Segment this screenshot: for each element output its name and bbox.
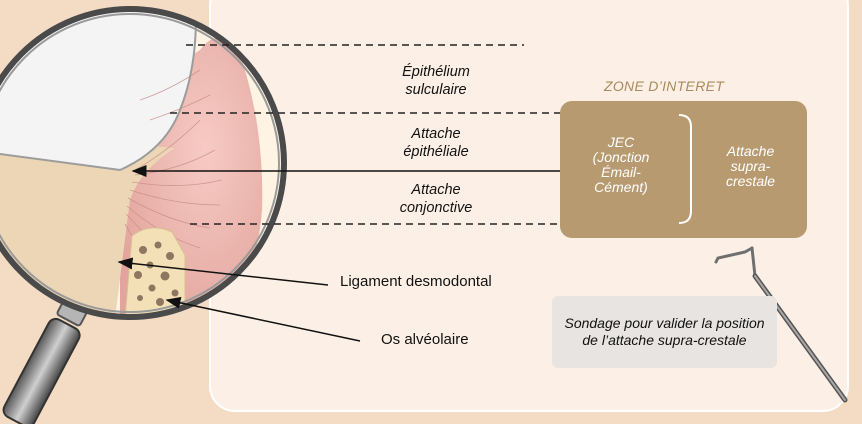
zone-line: crestale: [703, 174, 798, 189]
zone-line: Attache: [703, 144, 798, 159]
zone-line: (Jonction: [566, 150, 676, 165]
probe-note-text: Sondage pour valider la position de l’at…: [558, 315, 771, 349]
label-line: sulculaire: [366, 81, 506, 99]
zone-line: Émail-: [566, 165, 676, 180]
label-line: Attache: [366, 181, 506, 199]
zone-line: JEC: [566, 135, 676, 150]
label-line: épithéliale: [366, 143, 506, 161]
zone-title: ZONE D’INTERET: [604, 78, 724, 94]
zone-jec-label: JEC (Jonction Émail- Cément): [566, 135, 676, 195]
label-line: Épithélium: [366, 63, 506, 81]
zone-supracrestal-label: Attache supra- crestale: [703, 144, 798, 189]
zone-line: supra-: [703, 159, 798, 174]
label-epithelial-attachment: Attache épithéliale: [366, 125, 506, 161]
label-sulcular-epithelium: Épithélium sulculaire: [366, 63, 506, 99]
zone-line: Cément): [566, 180, 676, 195]
arrow-bone: [167, 300, 360, 341]
zone-of-interest-box: JEC (Jonction Émail- Cément) Attache sup…: [560, 101, 807, 238]
label-bone: Os alvéolaire: [381, 331, 469, 348]
label-line: conjonctive: [366, 199, 506, 217]
bracket-icon: [677, 113, 697, 225]
label-ligament: Ligament desmodontal: [340, 273, 492, 290]
probe-note: Sondage pour valider la position de l’at…: [552, 296, 777, 368]
label-line: Attache: [366, 125, 506, 143]
label-connective-attachment: Attache conjonctive: [366, 181, 506, 217]
